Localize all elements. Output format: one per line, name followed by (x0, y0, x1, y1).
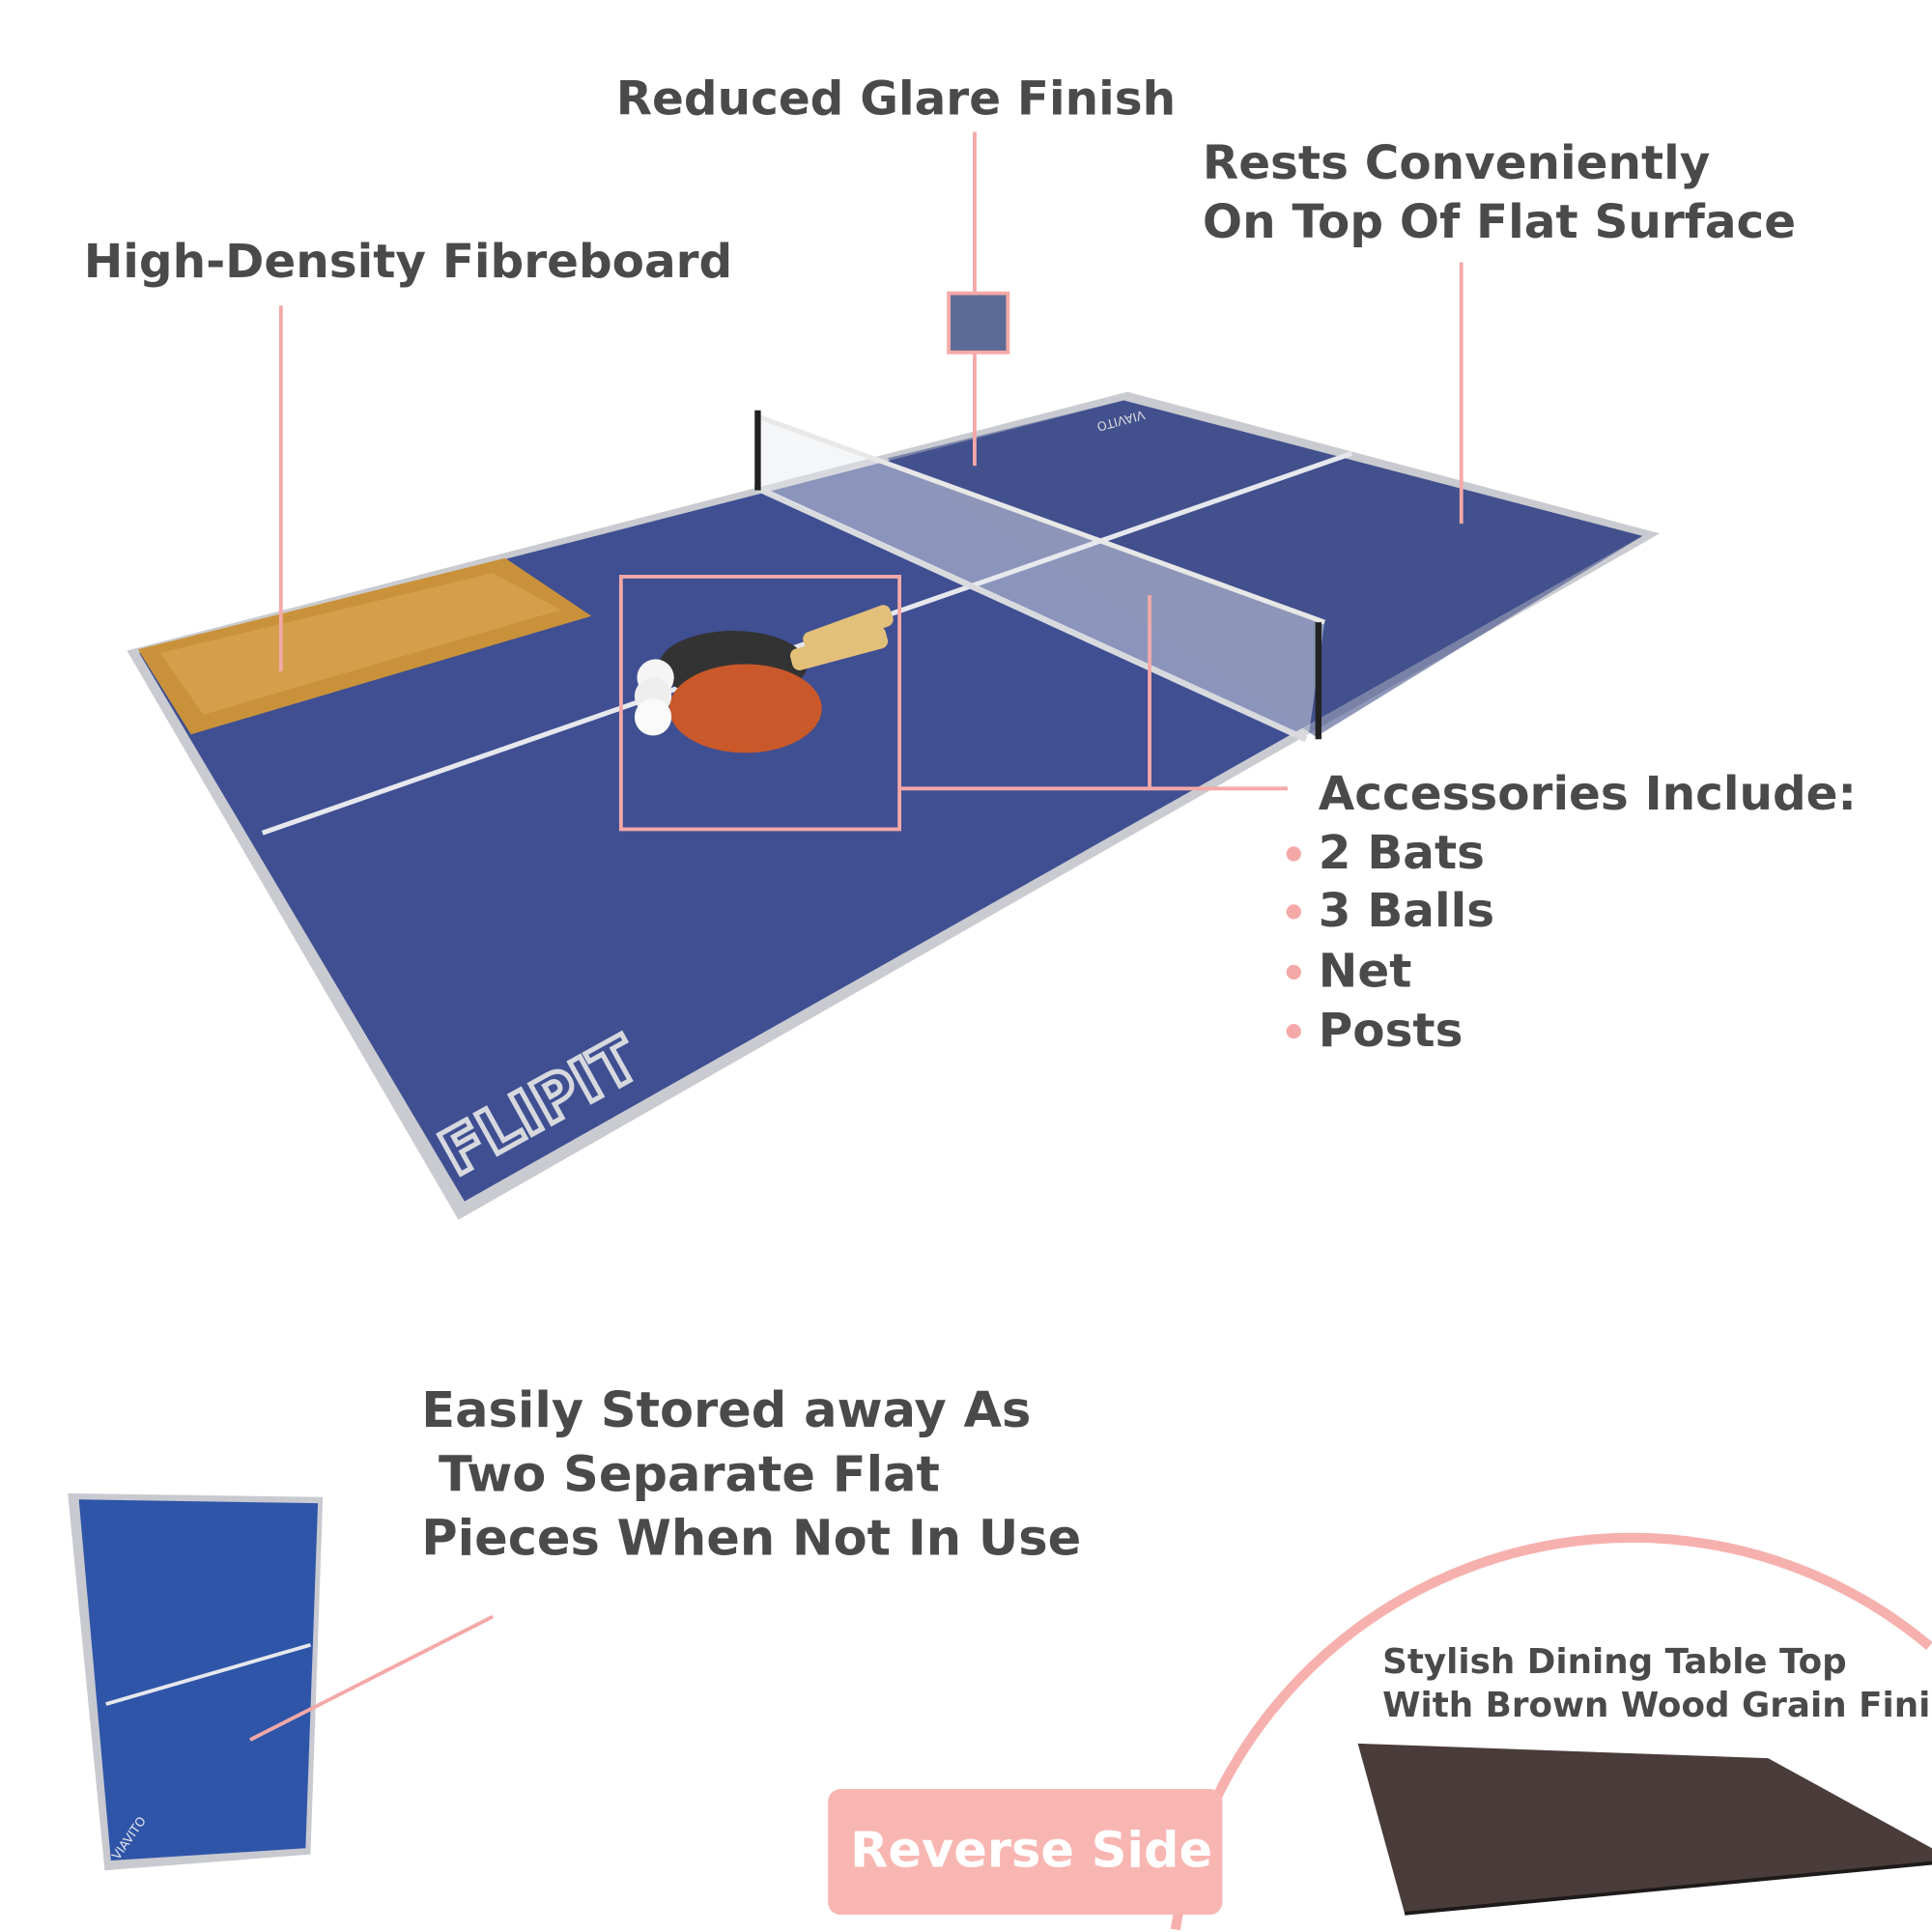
reverse-side-label: Reverse Side (850, 1822, 1212, 1879)
glare-label: Reduced Glare Finish (616, 72, 1176, 127)
net-mesh (757, 416, 1325, 737)
accessory-item: Posts (1319, 1004, 1463, 1058)
fibreboard-label: High-Density Fibreboard (84, 235, 732, 289)
stored-label-line2: Two Separate Flat (421, 1446, 940, 1503)
table-far-half-shade (887, 400, 1643, 737)
dining-label-line1: Stylish Dining Table Top (1382, 1642, 1847, 1682)
rests-label-line1: Rests Conveniently (1203, 136, 1711, 190)
folded-table: VIAVITO (68, 1492, 324, 1871)
rests-label-line2: On Top Of Flat Surface (1203, 195, 1796, 249)
reverse-arc (1170, 1532, 1932, 1931)
reverse-side-badge: Reverse Side (828, 1789, 1223, 1916)
reverse-wood-board (1357, 1743, 1932, 1914)
accessories-title: Accessories Include: (1319, 767, 1857, 821)
table-top: FLIPIT VIAVITO (127, 391, 1661, 1220)
net-top-band (756, 413, 1326, 625)
accessory-item: Net (1319, 945, 1412, 999)
fibreboard-patch (137, 557, 592, 735)
accessory-item: 3 Balls (1319, 884, 1494, 938)
callout-lines (278, 131, 1463, 832)
accessories-list: 2 Bats 3 Balls Net Posts (1286, 826, 1494, 1058)
bats-and-balls (634, 605, 894, 753)
net-base (753, 483, 1308, 743)
accessory-item: 2 Bats (1319, 826, 1485, 880)
dining-label-line2: With Brown Wood Grain Finish (1382, 1686, 1932, 1725)
glare-swatch (947, 291, 1010, 355)
accessories-highlight-box (618, 575, 902, 832)
stored-label-line3: Pieces When Not In Use (421, 1511, 1081, 1568)
fibreboard-texture (159, 573, 561, 715)
stored-callout-line (249, 1614, 495, 1742)
stored-label-line1: Easily Stored away As (421, 1382, 1031, 1439)
